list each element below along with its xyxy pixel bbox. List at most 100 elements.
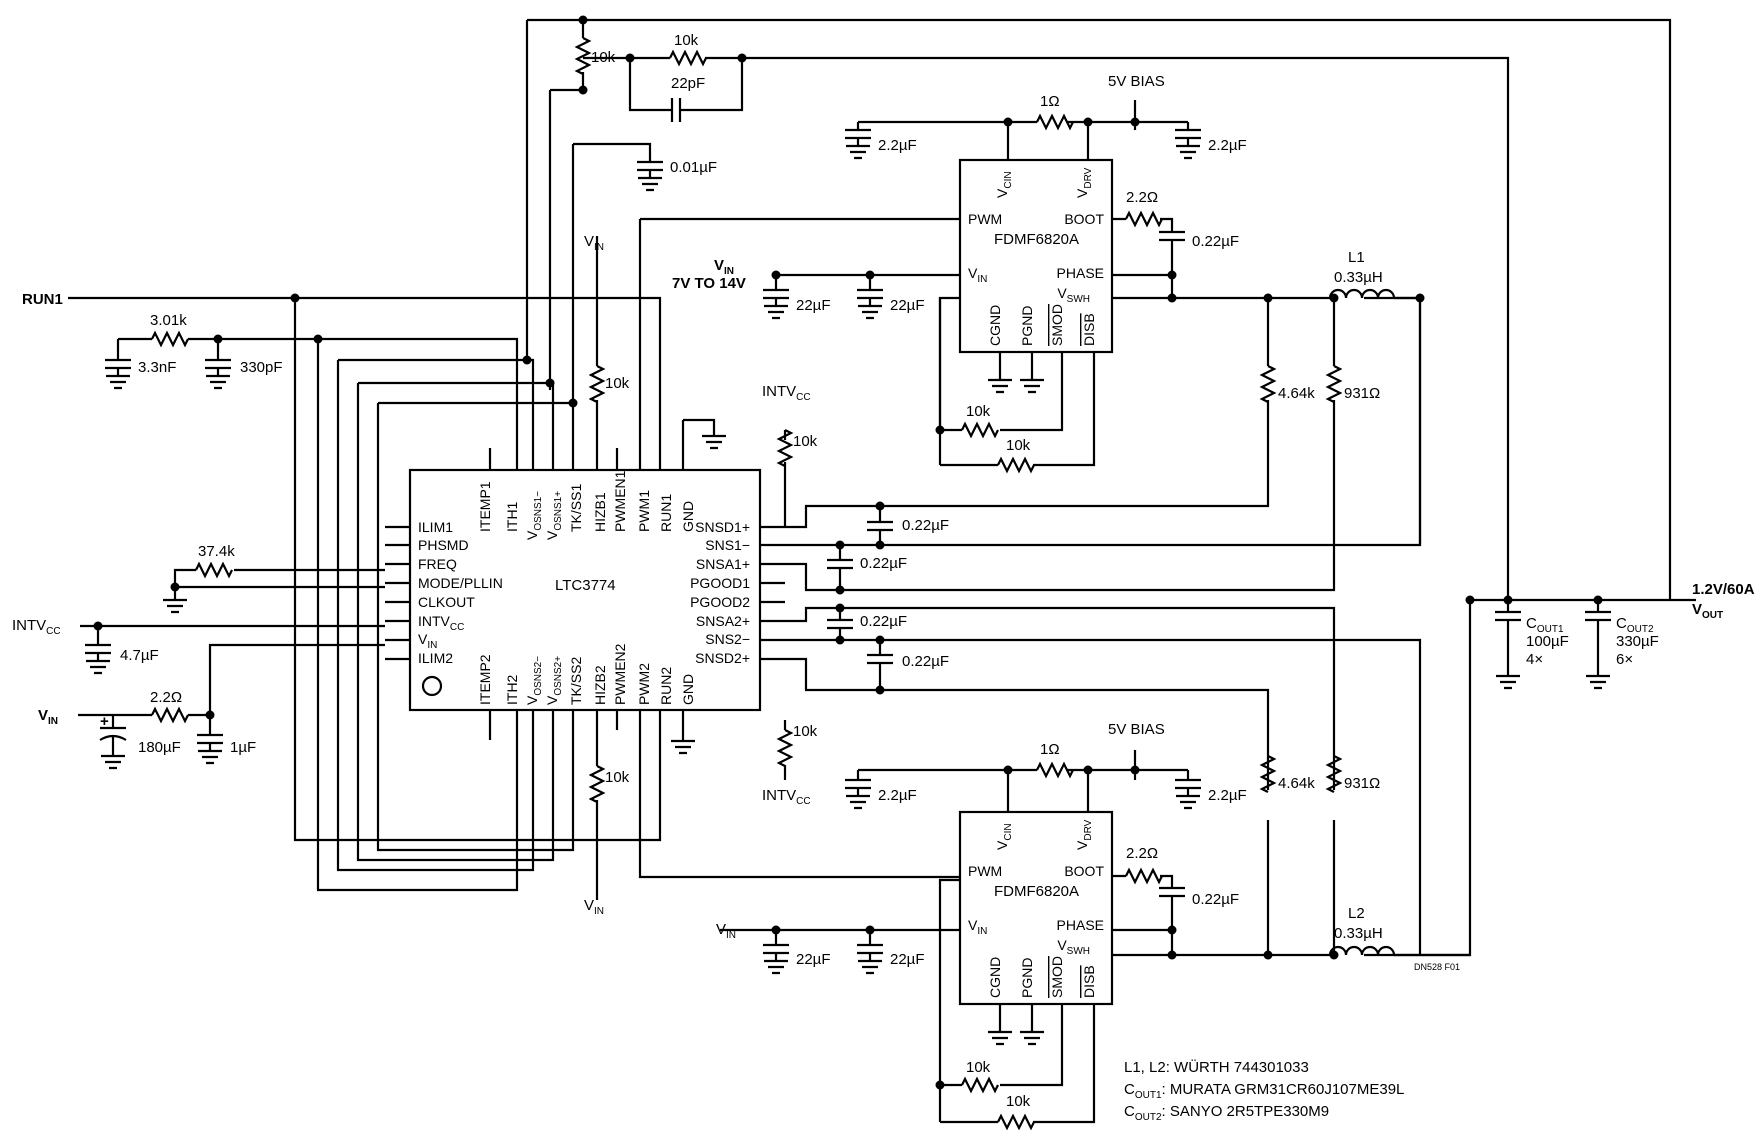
drv1-pin-cgnd: CGND [987,305,1003,346]
inductor-l1 [1328,288,1396,299]
net-5vbias-top: 5V BIAS [1108,73,1165,90]
drv2-pin-pgnd: PGND [1019,958,1035,998]
junctions [93,15,1603,1090]
ic-pin-vosns1m: VOSNS1− [524,491,544,540]
driver-top: FDMF6820A PWM VIN BOOT PHASE VSWH VCIN V… [958,158,1114,354]
net-run1: RUN1 [22,291,63,308]
drv1-pin-smod: SMOD [1049,304,1065,346]
resistor-10k-hizb1 [588,365,606,403]
label-r10k-hizb2: 10k [605,769,630,786]
drv1-pin-pwm: PWM [968,211,1002,227]
ic-pin-pgood2: PGOOD2 [690,594,750,610]
capacitor-cout2 [1585,610,1611,622]
net-intvcc-left: INTVCC [12,617,61,637]
label-c2.2uf-top-right: 2.2µF [1208,137,1247,154]
label-c22uf-top-2: 22µF [890,297,925,314]
label-r37.4k: 37.4k [198,543,235,560]
labels: RUN1 10k 10k 22pF 0.01µF VIN 3.01k 3.3nF… [12,32,1755,1123]
label-c4.7uf: 4.7µF [120,647,159,664]
drv1-name: FDMF6820A [994,231,1079,248]
ic-pin-mode-pllin: MODE/PLLIN [418,575,503,591]
label-c0.22uf-snsd2: 0.22µF [902,653,949,670]
label-r931-top: 931Ω [1344,385,1380,402]
capacitor-4.7uf [85,643,111,655]
resistor-1ohm-top [1036,113,1074,131]
ic-pin-pwm1: PWM1 [636,490,652,532]
ic-pin-run1: RUN1 [658,494,674,532]
label-c22pf: 22pF [671,75,705,92]
drv1-pin-vdrv: VDRV [1074,167,1094,198]
drv2-pin-cgnd: CGND [987,957,1003,998]
resistor-2.2ohm-boot-top [1125,210,1163,228]
label-r2.2ohm-boot-bottom: 2.2Ω [1126,845,1158,862]
drv1-pin-pgnd: PGND [1019,306,1035,346]
resistor-3.01k [151,330,189,348]
capacitor-22pf [670,98,682,122]
capacitor-0.22uf-snsa1 [827,558,853,570]
capacitor-0.22uf-snsd2 [867,653,893,665]
label-r4.64k-top: 4.64k [1278,385,1315,402]
drv2-pin-pwm: PWM [968,863,1002,879]
label-c2.2uf-bottom-left: 2.2µF [878,787,917,804]
resistor-1ohm-bottom [1036,761,1074,779]
label-r10k-smod-bottom: 10k [966,1059,991,1076]
ic-pin-vosns1p: VOSNS1+ [544,491,564,540]
label-vin-hizb1: VIN [584,233,604,253]
ic-pin-freq: FREQ [418,556,457,572]
capacitor-22uf-bottom-2 [857,943,883,955]
wiring [68,18,1696,1124]
label-c0.22uf-snsa2: 0.22µF [860,613,907,630]
label-c3.3nf: 3.3nF [138,359,176,376]
label-r2.2ohm-vin: 2.2Ω [150,689,182,706]
ic-pin-vin: VIN [418,631,437,651]
figure-code: DN528 F01 [1414,962,1460,972]
label-c0.22uf-boot-top: 0.22µF [1192,233,1239,250]
label-vin-hizb2: VIN [584,897,604,917]
label-r10k-disb-bottom: 10k [1006,1093,1031,1110]
ic-pin-sns1m: SNS1− [705,537,750,553]
ic-pin-gnd-top: GND [680,501,696,532]
label-cout2-mult: 6× [1616,651,1633,668]
capacitor-22uf-bottom-1 [763,943,789,955]
ic-pin-snsd2p: SNSD2+ [695,650,750,666]
drv2-pin-vdrv: VDRV [1074,819,1094,850]
resistor-10k-intvcc-top [776,429,794,467]
capacitor-cout1 [1495,610,1521,622]
resistor-4.64k-top [1259,365,1277,403]
note-cout2: COUT2: SANYO 2R5TPE330M9 [1124,1103,1329,1123]
label-l1: L1 [1348,249,1365,266]
ic-pin-hizb2: HIZB2 [592,665,608,705]
label-r1ohm-bottom: 1Ω [1040,741,1060,758]
net-5vbias-bottom: 5V BIAS [1108,721,1165,738]
resistor-931-bottom [1325,755,1343,793]
ic-pin-pgood1: PGOOD1 [690,575,750,591]
note-inductors: L1, L2: WÜRTH 744301033 [1124,1058,1309,1076]
drv1-pin-vcin: VCIN [994,171,1014,198]
drv2-pin-vswh: VSWH [1057,937,1090,957]
label-cout1-value: 100µF [1526,633,1569,650]
capacitor-2.2uf-bottom-left [845,778,871,790]
ic-pin-phsmd: PHSMD [418,537,469,553]
ic-pin-snsa2p: SNSA2+ [696,613,750,629]
drv2-name: FDMF6820A [994,883,1079,900]
capacitor-0.22uf-boot-bottom [1159,886,1185,898]
ic-pin-sns2m: SNS2− [705,631,750,647]
label-c22uf-bottom-1: 22µF [796,951,831,968]
resistor-10k-disb-top [997,456,1035,474]
label-r1ohm-top: 1Ω [1040,93,1060,110]
capacitor-3.3nf [105,358,131,370]
ic-pin-gnd-bottom: GND [680,674,696,705]
drv1-pin-vin: VIN [968,265,987,285]
resistor-2.2ohm-boot-bottom [1125,867,1163,885]
drv2-pin-phase: PHASE [1057,917,1104,933]
resistor-2.2ohm-vin [151,706,189,724]
label-r931-bottom: 931Ω [1344,775,1380,792]
resistor-4.64k-bottom [1259,755,1277,793]
capacitor-1uf [197,733,223,745]
ic-pin-itemp2: ITEMP2 [477,654,493,705]
label-c0.22uf-snsa1: 0.22µF [860,555,907,572]
resistor-10k-hizb2 [588,765,606,803]
drv2-pin-boot: BOOT [1064,863,1104,879]
label-c0.22uf-snsd1: 0.22µF [902,517,949,534]
resistor-37.4k [195,561,233,579]
